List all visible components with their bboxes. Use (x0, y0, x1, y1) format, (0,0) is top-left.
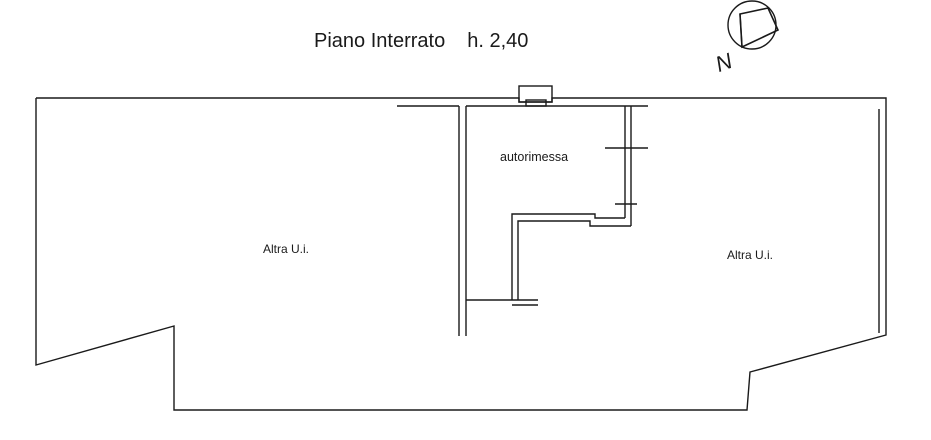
room-label-garage: autorimessa (500, 150, 569, 164)
room-label-other-right: Altra U.i. (727, 248, 774, 262)
floor-height: h. 2,40 (467, 30, 529, 52)
vent-inner (525, 99, 547, 107)
compass-icon (727, 0, 780, 50)
floor-title: Piano Interrato h. 2,40 (314, 30, 528, 53)
garage-l-wall-outer (511, 213, 625, 300)
garage-l-wall-inner (517, 220, 631, 300)
room-label-other-left: Altra U.i. (263, 242, 310, 256)
vent-box (518, 85, 553, 103)
floor-name: Piano Interrato (314, 30, 446, 52)
